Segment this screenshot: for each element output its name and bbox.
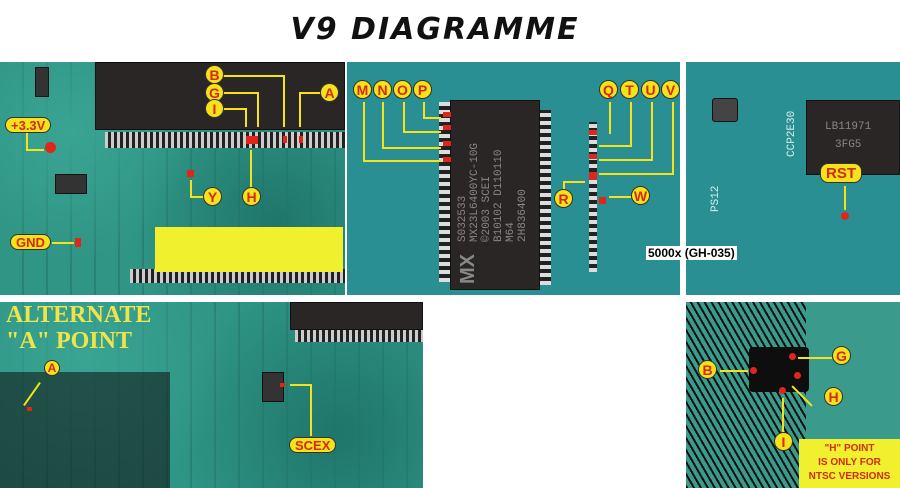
label-n: N: [373, 80, 392, 99]
label-o: O: [393, 80, 412, 99]
regulator: [55, 174, 87, 194]
label-b: B: [205, 65, 224, 84]
ground-plane: [0, 372, 170, 488]
point-a-alt: [27, 407, 32, 411]
capacitor: [712, 98, 738, 122]
heading-line: "A" POINT: [6, 328, 132, 354]
point-scex: [280, 383, 285, 387]
chip-pins-left: [439, 102, 453, 282]
trace-bundle: [686, 302, 806, 488]
component: [35, 67, 49, 97]
point-gnd: [75, 238, 81, 247]
label-t: T: [620, 80, 639, 99]
chip-pins: [295, 330, 423, 342]
label-u: U: [641, 80, 660, 99]
label-p: P: [413, 80, 432, 99]
chip-pins: [105, 132, 345, 148]
point-b: [283, 136, 287, 143]
point-rst: [841, 212, 849, 220]
board-marking: CCP2E30: [786, 110, 798, 157]
note-line: IS ONLY FOR: [818, 457, 881, 468]
pad-area: [749, 347, 809, 392]
chip-line: B10102 D110110: [493, 149, 505, 242]
label-y: Y: [203, 187, 222, 206]
chip-line: S032533: [457, 195, 469, 242]
alternate-a-point-photo: ALTERNATE "A" POINT A SCEX: [0, 302, 423, 488]
label-m: M: [353, 80, 372, 99]
component: [262, 372, 284, 402]
label-gnd: GND: [10, 234, 51, 250]
label-h: H: [242, 187, 261, 206]
chip: [290, 302, 423, 330]
chip-line: LB11971: [825, 121, 872, 133]
point-y: [187, 170, 194, 177]
alternate-heading: ALTERNATE "A" POINT: [6, 302, 151, 354]
flash-chip-photo: S032533 MX23L6400YC-10G ©2003 SCEI B1010…: [347, 62, 680, 295]
chip-line: 2H836400: [517, 189, 529, 242]
chip-logo: MX: [457, 254, 479, 284]
chip-pins-bottom: [130, 269, 345, 283]
label-r: R: [554, 189, 573, 208]
point-i-g-h: [246, 136, 258, 144]
label-q: Q: [599, 80, 618, 99]
label-h-ntsc: H: [824, 387, 843, 406]
label-rst: RST: [820, 163, 862, 183]
label-w: W: [631, 186, 650, 205]
label-b-ntsc: B: [698, 360, 717, 379]
point-3v3: [45, 142, 56, 153]
board-marking: PS12: [710, 185, 722, 212]
heading-line: ALTERNATE: [6, 302, 152, 328]
label-i: I: [205, 99, 224, 118]
label-v: V: [661, 80, 680, 99]
chip-line: M64: [505, 222, 517, 242]
label-i-ntsc: I: [774, 432, 793, 451]
note-line: "H" POINT: [824, 443, 875, 454]
label-scex: SCEX: [289, 437, 337, 453]
flash-chip: [450, 100, 540, 290]
motor-driver-chip: LB11971 3FG5: [806, 100, 900, 175]
resistor-pack: [589, 122, 597, 272]
redaction-box: [155, 227, 343, 272]
ntsc-note: "H" POINT IS ONLY FOR NTSC VERSIONS: [799, 439, 900, 488]
main-board-photo: B G I A +3.3V GND Y H: [0, 62, 345, 295]
label-g-ntsc: G: [832, 346, 851, 365]
chip-line: ©2003 SCEI: [481, 175, 493, 242]
label-3v3: +3.3V: [5, 117, 52, 133]
diagram-title: V9 DIAGRAMME: [290, 12, 580, 47]
point-a: [299, 136, 303, 143]
chip-pins-right: [537, 110, 551, 285]
chip-line: MX23L6400YC-10G: [469, 142, 481, 242]
note-line: NTSC VERSIONS: [808, 471, 891, 482]
chip-text-block: S032533 MX23L6400YC-10G ©2003 SCEI B1010…: [457, 107, 529, 242]
reset-point-photo: LB11971 3FG5 CCP2E30 PS12 RST: [686, 62, 900, 295]
chip-line: 3FG5: [835, 139, 862, 151]
label-a-alt: A: [44, 360, 60, 376]
label-a: A: [320, 83, 339, 102]
model-note: 5000x (GH-035): [646, 246, 737, 260]
ntsc-points-photo: B G H I "H" POINT IS ONLY FOR NTSC VERSI…: [686, 302, 900, 488]
